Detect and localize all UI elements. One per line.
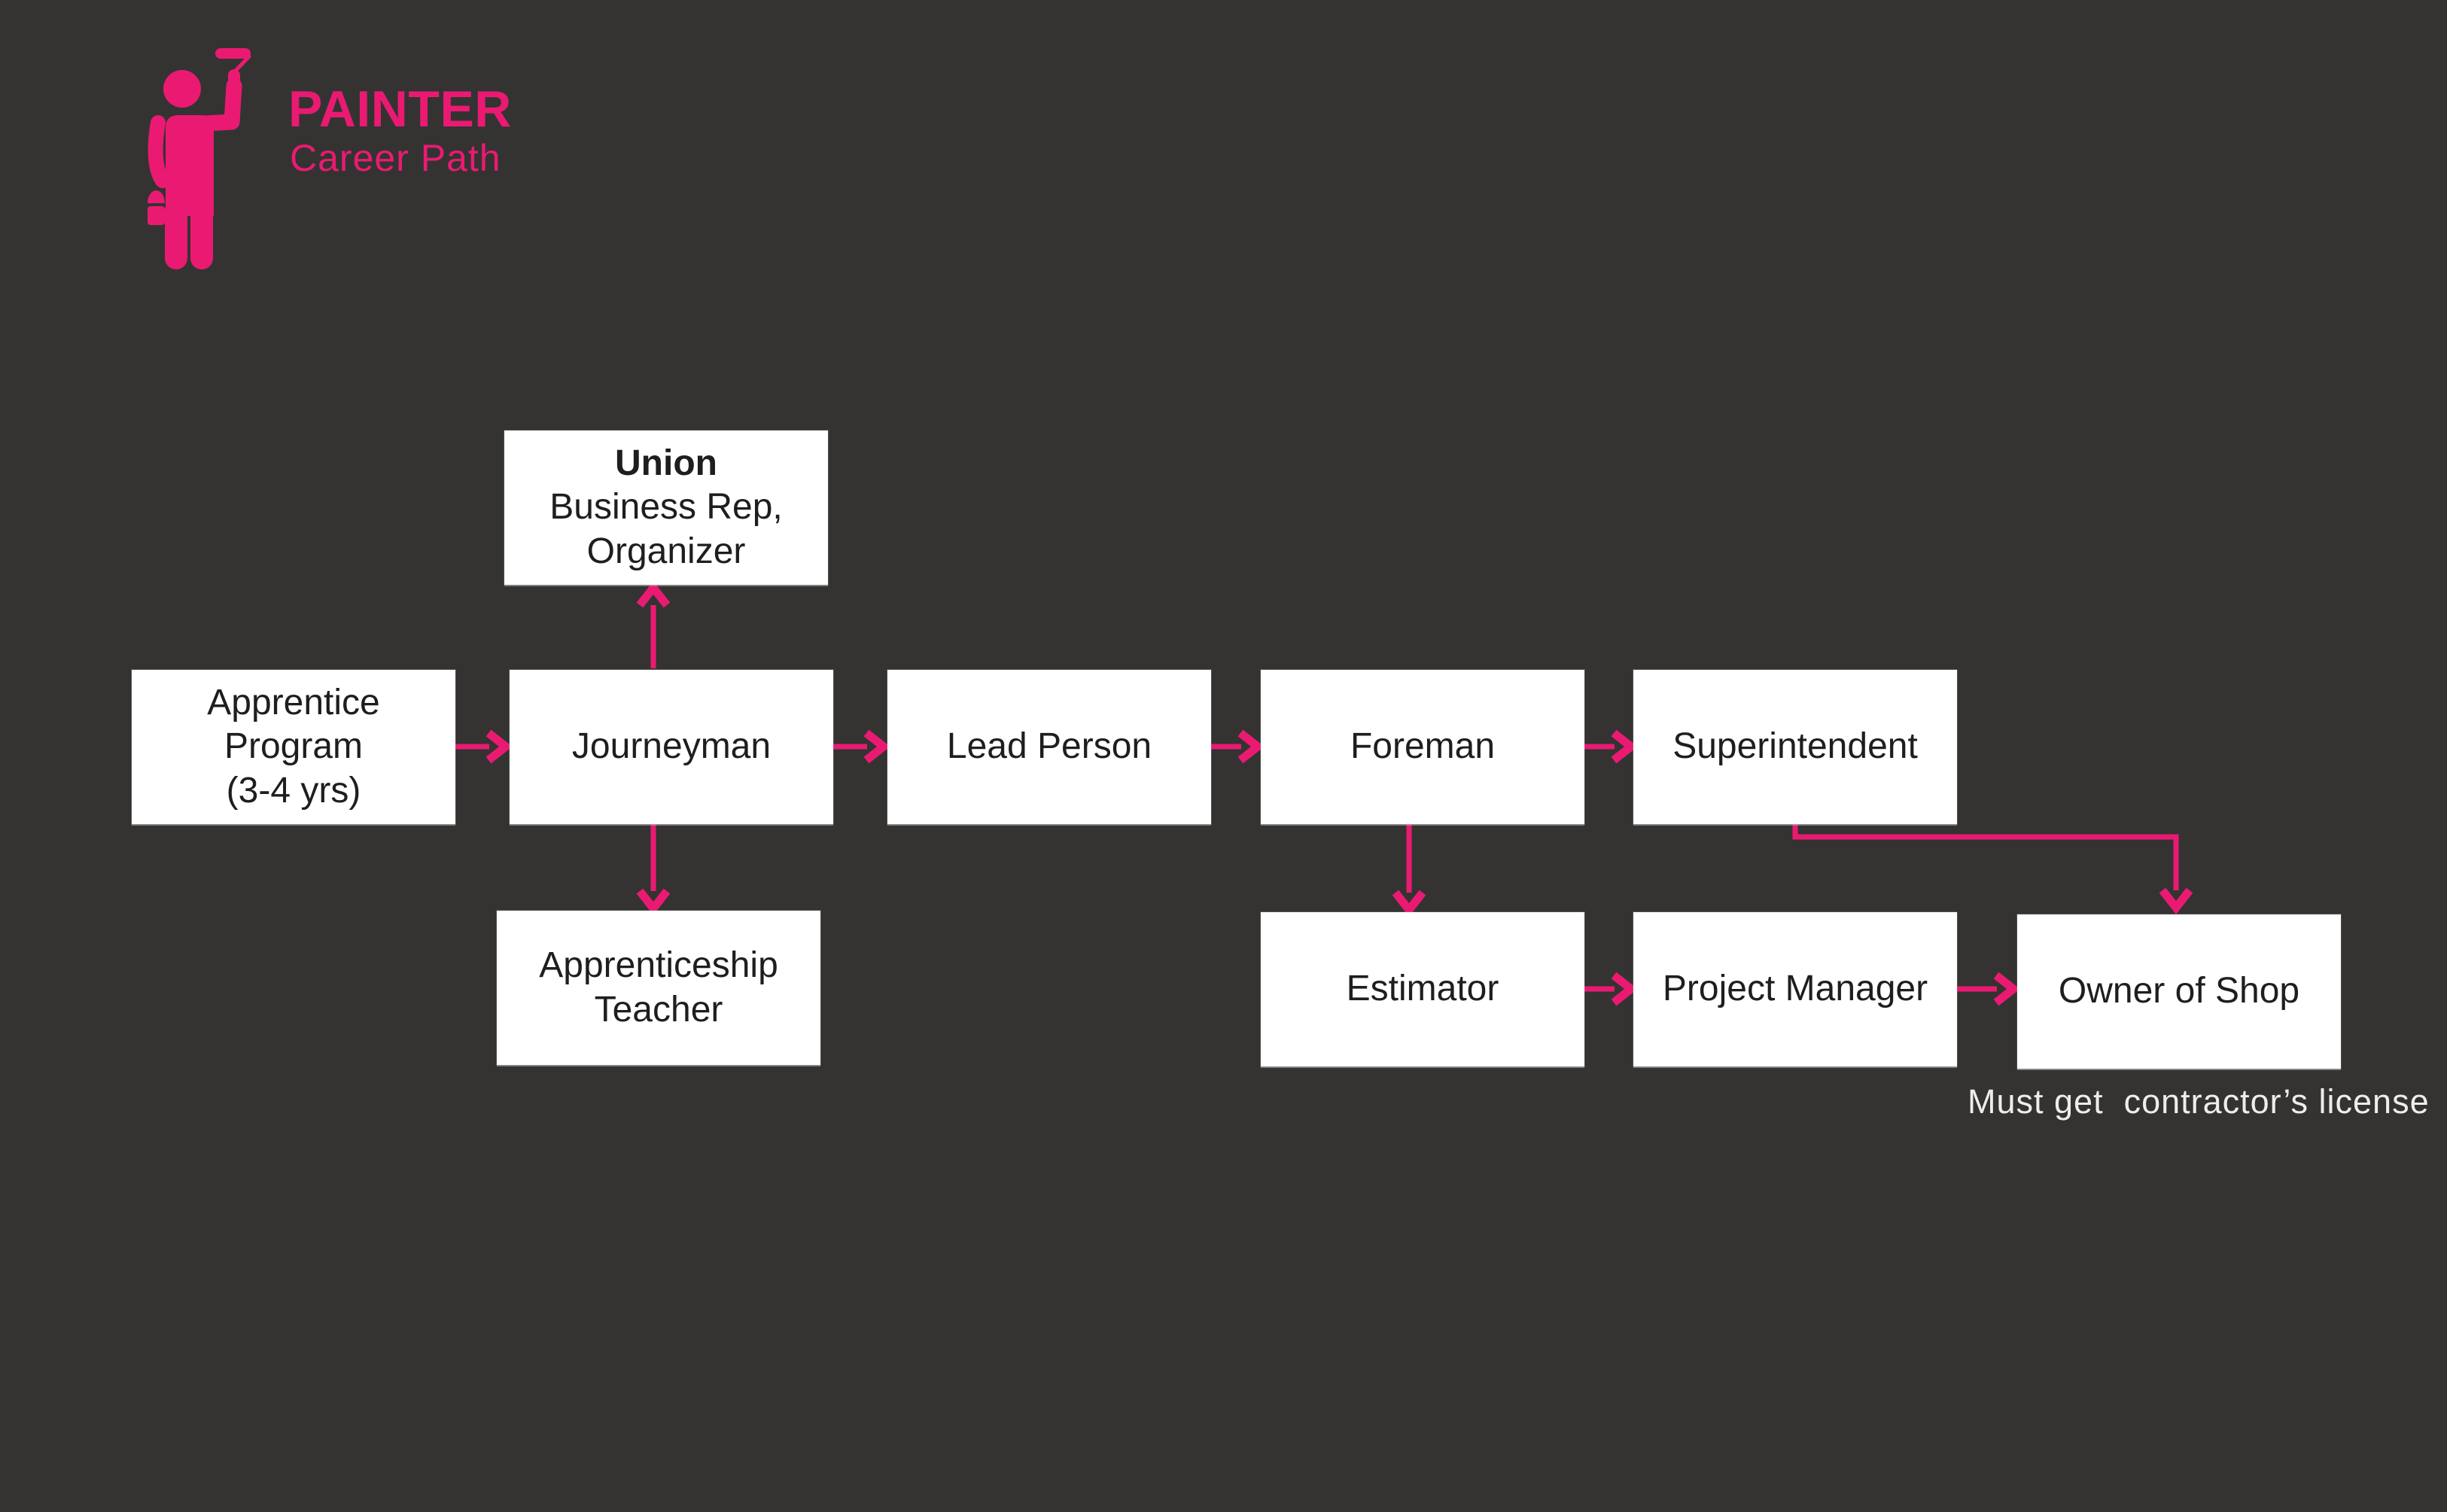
- paint-bucket-icon: [148, 206, 165, 225]
- arrow-estimator-to-project-manager: [1584, 972, 1638, 1006]
- node-estimator: Estimator: [1261, 912, 1584, 1066]
- painter-figure-with-roller-icon: [148, 48, 251, 269]
- arrow-foreman-to-estimator: [1392, 824, 1426, 917]
- arrow-lead-person-to-foreman: [1211, 729, 1265, 764]
- node-journeyman: Journeyman: [510, 670, 833, 824]
- arrow-journeyman-to-apprenticeship-teacher: [636, 824, 671, 915]
- arrow-superintendent-to-owner-elbow: [1792, 824, 2193, 914]
- node-owner-of-shop-label: Owner of Shop: [2058, 971, 2300, 1012]
- arrow-journeyman-to-union: [636, 581, 671, 668]
- arrow-journeyman-to-lead-person: [833, 729, 890, 764]
- node-teacher-line1: Apprenticeship: [539, 945, 778, 985]
- node-union-line2: Business Rep,: [549, 487, 783, 528]
- node-superintendent: Superintendent: [1633, 670, 1957, 824]
- node-apprentice-line3: (3-4 yrs): [226, 770, 361, 811]
- node-project-manager-label: Project Manager: [1662, 969, 1928, 1009]
- node-apprentice-program: Apprentice Program (3-4 yrs): [132, 670, 455, 824]
- arrow-foreman-to-superintendent: [1584, 729, 1638, 764]
- node-lead-person-label: Lead Person: [946, 726, 1152, 767]
- node-foreman-label: Foreman: [1350, 726, 1496, 767]
- node-lead-person: Lead Person: [887, 670, 1211, 824]
- torso-icon: [166, 115, 214, 216]
- arrow-project-manager-to-owner: [1957, 972, 2020, 1006]
- node-owner-of-shop: Owner of Shop: [2017, 914, 2341, 1069]
- node-foreman: Foreman: [1261, 670, 1584, 824]
- node-project-manager: Project Manager: [1633, 912, 1957, 1066]
- logo-subtitle: Career Path: [290, 137, 501, 179]
- node-union-line3: Organizer: [586, 531, 746, 571]
- node-apprentice-line1: Apprentice: [207, 682, 380, 723]
- paint-bucket-lid-icon: [148, 190, 165, 203]
- node-apprenticeship-teacher: Apprenticeship Teacher: [497, 911, 820, 1065]
- node-superintendent-label: Superintendent: [1672, 726, 1918, 767]
- contractor-license-note: Must get contractor’s license: [1968, 1082, 2430, 1121]
- roller-handle-icon: [232, 54, 251, 75]
- hanging-arm-icon: [148, 115, 170, 188]
- logo-title: PAINTER: [288, 81, 512, 138]
- node-apprentice-line2: Program: [224, 726, 364, 767]
- node-union: Union Business Rep, Organizer: [504, 430, 828, 585]
- head-icon: [163, 70, 201, 108]
- node-estimator-label: Estimator: [1346, 969, 1499, 1009]
- node-teacher-line2: Teacher: [594, 989, 723, 1030]
- node-journeyman-label: Journeyman: [571, 726, 772, 767]
- node-union-title: Union: [615, 443, 717, 483]
- raised-arm-icon: [196, 78, 242, 132]
- arrow-apprentice-to-journeyman: [455, 729, 513, 764]
